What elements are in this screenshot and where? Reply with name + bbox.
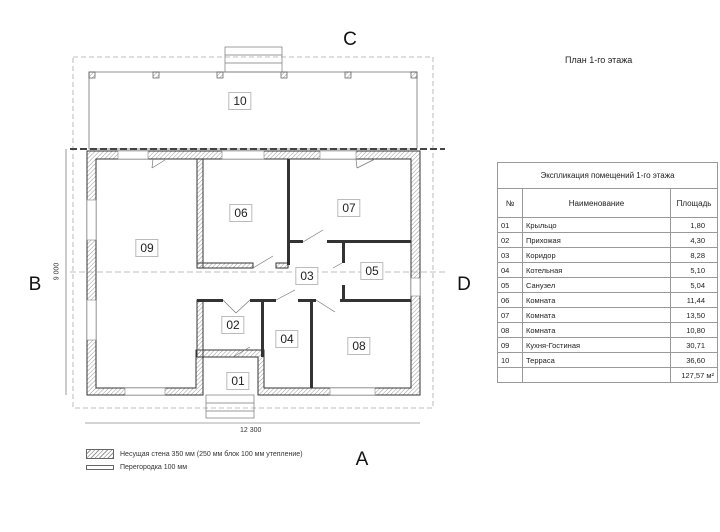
dimension-width: 12 300 <box>240 427 262 434</box>
cell-area: 36,60 <box>670 352 718 368</box>
legend-partition: Перегородка 100 мм <box>86 464 187 471</box>
cell-area: 1,80 <box>670 217 718 233</box>
dimension-lines <box>65 149 420 424</box>
cell-name: Коридор <box>522 247 671 263</box>
room-label-02: 02 <box>221 316 245 334</box>
room-label-01: 01 <box>226 372 250 390</box>
cell-area: 10,80 <box>670 322 718 338</box>
cell-name: Комната <box>522 322 671 338</box>
axis-label-right: D <box>457 274 471 295</box>
terrace <box>88 71 418 150</box>
room-label-03: 03 <box>295 267 319 285</box>
room-label-07: 07 <box>337 199 361 217</box>
cell-area: 11,44 <box>670 292 718 308</box>
room-schedule-table: Экспликация помещений 1-го этажа № Наиме… <box>497 162 718 383</box>
cell-name: Крыльцо <box>522 217 671 233</box>
axis-label-left: B <box>28 274 42 295</box>
cell-number: 08 <box>497 322 523 338</box>
cell-area: 13,50 <box>670 307 718 323</box>
table-title: Экспликация помещений 1-го этажа <box>497 162 718 189</box>
room-label-10: 10 <box>228 92 252 110</box>
table-total: 127,57 м² <box>670 367 718 383</box>
cell-area: 5,10 <box>670 262 718 278</box>
cell-area: 30,71 <box>670 337 718 353</box>
room-label-09: 09 <box>135 239 159 257</box>
axis-label-bottom: A <box>355 449 369 470</box>
cell-area: 4,30 <box>670 232 718 248</box>
legend-bearing-wall: Несущая стена 350 мм (250 мм блок 100 мм… <box>86 449 303 459</box>
cell-number: 05 <box>497 277 523 293</box>
cell-number: 03 <box>497 247 523 263</box>
dimension-height: 9 000 <box>53 262 61 281</box>
cell-name: Комната <box>522 292 671 308</box>
header-number: № <box>497 188 523 218</box>
axis-label-top: C <box>343 29 357 50</box>
terrace-columns <box>88 71 418 79</box>
cell-number: 06 <box>497 292 523 308</box>
cell-number: 10 <box>497 352 523 368</box>
door-swings <box>151 158 376 358</box>
entrance-stairs <box>205 394 255 419</box>
room-label-05: 05 <box>360 262 384 280</box>
legend-partition-text: Перегородка 100 мм <box>120 464 188 471</box>
cell-number: 04 <box>497 262 523 278</box>
legend-bearing-wall-text: Несущая стена 350 мм (250 мм блок 100 мм… <box>120 450 303 458</box>
cell-number: 07 <box>497 307 523 323</box>
cell-number: 01 <box>497 217 523 233</box>
header-name: Наименование <box>522 188 671 218</box>
axis-outline <box>72 56 434 409</box>
room-label-04: 04 <box>275 330 299 348</box>
windows <box>86 150 421 396</box>
room-label-06: 06 <box>229 204 253 222</box>
cell-number: 09 <box>497 337 523 353</box>
plan-title: План 1-го этажа <box>565 55 633 65</box>
cell-name: Прихожая <box>522 232 671 248</box>
terrace-stairs <box>224 46 283 73</box>
cell-name: Комната <box>522 307 671 323</box>
cell-area: 5,04 <box>670 277 718 293</box>
cell-name: Санузел <box>522 277 671 293</box>
cell-name: Кухня-Гостиная <box>522 337 671 353</box>
cell-name: Терраса <box>522 352 671 368</box>
header-area: Площадь <box>670 188 718 218</box>
cell-area: 8,28 <box>670 247 718 263</box>
cell-name: Котельная <box>522 262 671 278</box>
table-total-row: 127,57 м² <box>497 367 718 383</box>
interior-walls <box>196 158 411 388</box>
bearing-wall-swatch <box>86 449 114 459</box>
cell-number: 02 <box>497 232 523 248</box>
partition-swatch <box>86 465 114 470</box>
room-label-08: 08 <box>347 337 371 355</box>
